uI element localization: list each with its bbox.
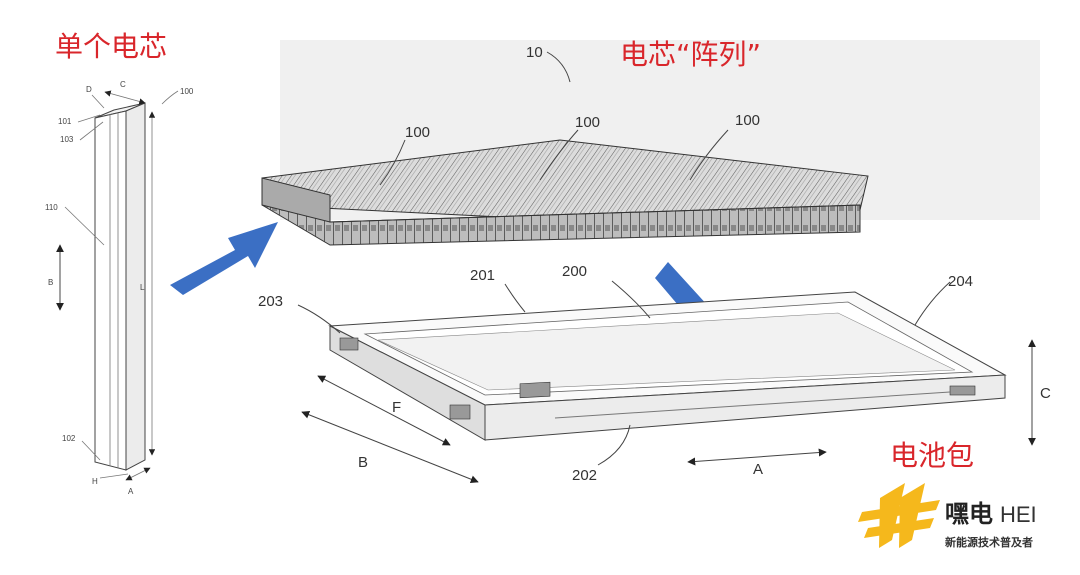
array-cell-label-3: 100 (735, 112, 760, 129)
cell-dim-c-arrow (104, 90, 146, 105)
pack-dim-c-label: C (1040, 385, 1051, 402)
cell-label-110: 110 (45, 203, 58, 212)
battery-pack-title: 电池包 (890, 439, 974, 472)
battery-pack-drawing (297, 280, 1036, 484)
pack-label-200: 200 (562, 263, 587, 280)
pack-dim-f-label: F (392, 399, 401, 416)
cell-dim-b-label: B (48, 278, 53, 287)
pack-dim-b-label: B (358, 454, 368, 471)
cell-array-title: 电芯“阵列” (620, 38, 761, 71)
logo-english-name: HEI (1000, 502, 1037, 527)
pack-label-204: 204 (948, 273, 973, 290)
cell-ref-label: 100 (180, 87, 194, 96)
brand-logo: 嘿电 HEI 新能源技术普及者 (858, 483, 1037, 549)
cell-dim-h-line (99, 473, 129, 479)
cell-dim-a-label: A (128, 487, 134, 496)
array-cell-label-1: 100 (405, 124, 430, 141)
pack-label-203: 203 (258, 293, 283, 310)
cell-array-drawing (261, 51, 869, 246)
single-cell-drawing (56, 90, 179, 481)
cell-front-face (94, 110, 127, 471)
logo-chinese-name: 嘿电 (945, 500, 993, 528)
array-ref-label: 10 (526, 44, 543, 61)
cell-label-103: 103 (60, 135, 74, 144)
pack-dim-a-label: A (753, 461, 763, 478)
cell-dim-h-label: H (92, 477, 98, 486)
logo-subtitle: 新能源技术普及者 (945, 535, 1033, 549)
cell-label-101: 101 (58, 117, 72, 126)
cell-dim-d-label: D (86, 85, 92, 94)
cell-dim-c-label: C (120, 80, 126, 89)
logo-mark-icon (858, 483, 940, 548)
pack-dim-b-arrow (301, 410, 479, 484)
single-cell-title: 单个电芯 (55, 30, 167, 63)
arrow-cell-to-array (170, 222, 278, 295)
pack-dim-a-arrow (687, 448, 827, 466)
cell-label-102: 102 (62, 434, 76, 443)
pack-label-202: 202 (572, 467, 597, 484)
cell-side-face (125, 102, 146, 471)
array-cell-label-2: 100 (575, 114, 600, 131)
cell-dim-a-arrow (125, 467, 151, 481)
pack-label-201: 201 (470, 267, 495, 284)
cell-dim-l-label: L (140, 283, 145, 292)
cell-dim-d-line (91, 94, 105, 109)
